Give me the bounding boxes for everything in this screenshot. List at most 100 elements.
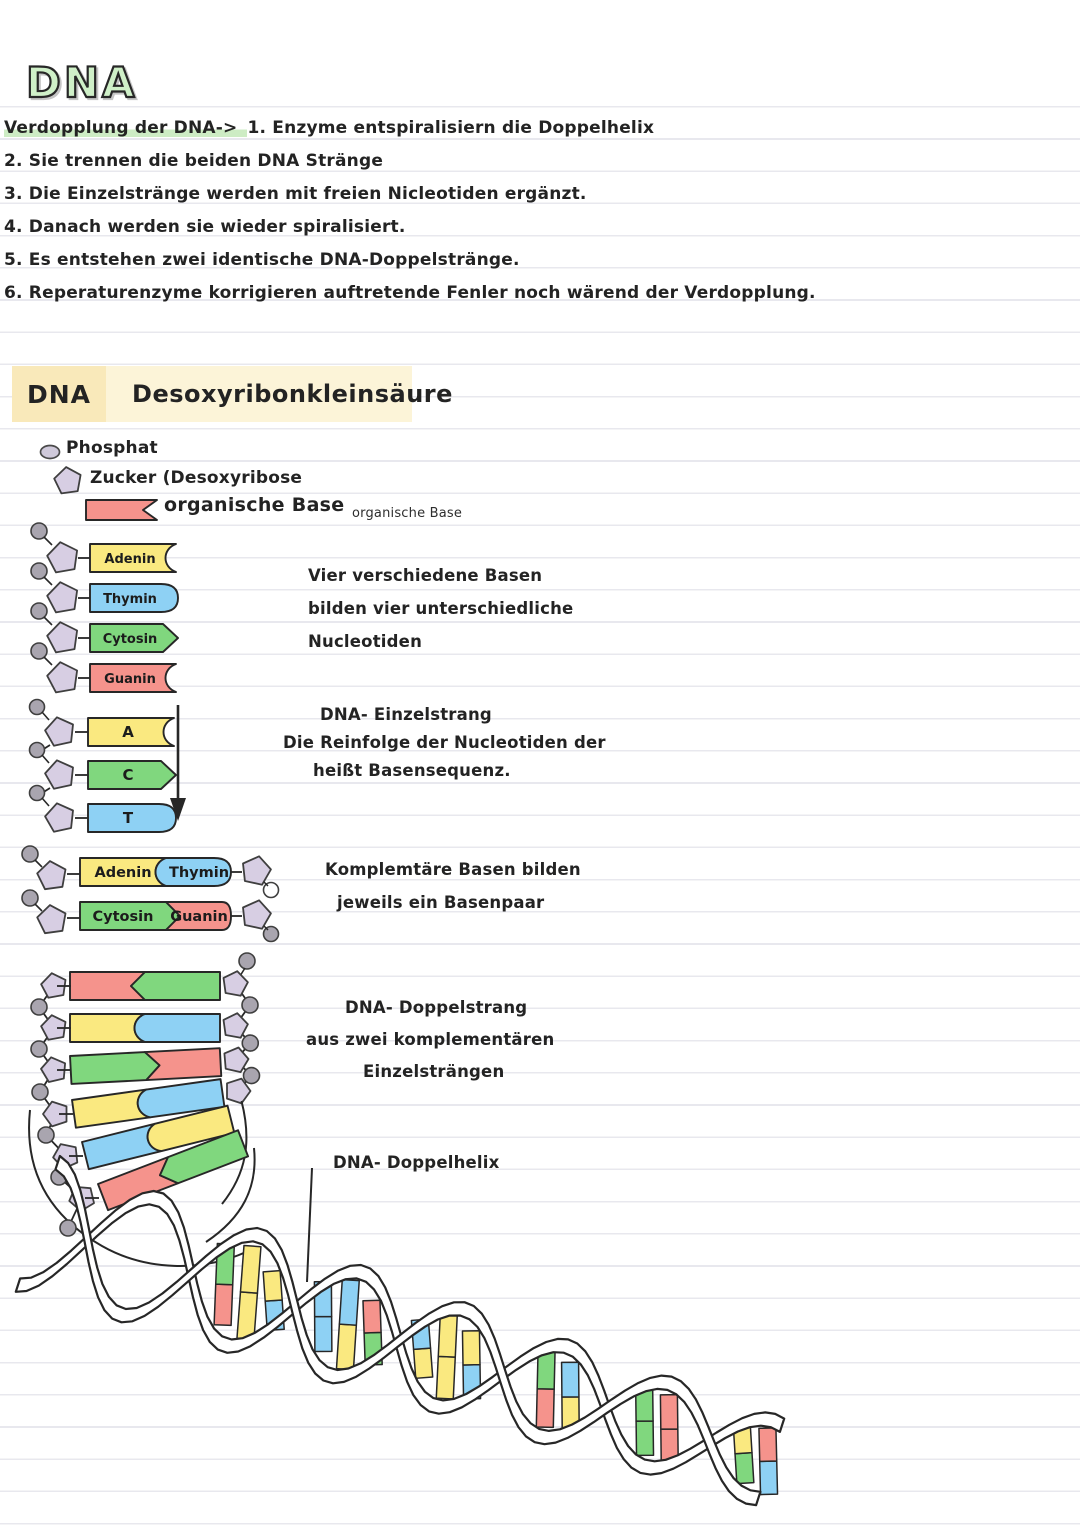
helix-base-bar [635,1420,655,1457]
phosphate-circle-icon [30,998,48,1016]
helix-base-bar [758,1427,778,1463]
organische-base-label: organische Base [164,494,345,516]
phosphate-circle-icon [28,741,46,759]
helix-strand [54,1154,762,1507]
doppelstrang-caption-2: aus zwei komplementären [306,1030,555,1049]
doppelstrang-ladder-figure [28,952,261,1267]
base-label: Thymin [169,865,229,881]
helix-base-bar [659,1393,679,1430]
replication-step-4: 4. Danach werden sie wieder spiralisiert… [4,217,406,237]
helix-base-bar [338,1278,360,1326]
einzelstrang-caption-1: DNA- Einzelstrang [320,705,492,724]
sugar-pentagon-icon [223,1046,250,1074]
helix-base-bar [335,1323,358,1371]
pairs-caption-1: Komplemtäre Basen bilden [325,860,581,879]
phosphat-label: Phosphat [66,438,158,458]
replication-step-5: 5. Es entstehen zwei identische DNA-Dopp… [4,250,520,270]
helix-base-bar [362,1299,382,1334]
helix-base-bar [239,1244,262,1294]
helix-base-bar [262,1269,283,1302]
sugar-pentagon-icon [242,855,272,886]
ladder-rung [69,1013,221,1043]
phosphate-circle-icon [21,845,39,863]
nucleotide-cytosin: Cytosin [30,602,179,654]
replication-step-3: 3. Die Einzelstränge werden mit freien N… [4,184,587,204]
helix-base-bar [213,1283,234,1327]
base-label: C [122,766,133,784]
down-arrow-icon [170,705,186,821]
phosphate-circle-icon [30,642,48,660]
sugar-pentagon-icon [226,1077,252,1105]
nucleotide-thymin: Thymin [30,562,179,614]
helix-base-bar [412,1347,434,1380]
phosphate-circle-icon [21,889,39,907]
sugar-pentagon-icon [36,860,67,891]
helix-base-bar [313,1315,333,1353]
einzelstrang-caption-2: Die Reinfolge der Nucleotiden der [283,733,606,752]
sugar-pentagon-icon [40,972,67,999]
sugar-pentagon-icon [242,899,272,930]
phosphate-circle-icon [39,444,61,460]
replication-step-6: 6. Reperaturenzyme korrigieren auftreten… [4,283,816,303]
page-title: DNA [25,57,138,108]
phosphate-circle-icon [28,784,46,802]
base-label: Cytosin [103,632,158,647]
ladder-rung [69,971,221,1001]
phosphate-circle-icon [37,1126,55,1144]
sugar-pentagon-icon [53,466,82,495]
sugar-pentagon-icon [42,1100,68,1128]
base-label: Guanin [104,672,156,687]
helix-base-bar [535,1387,555,1429]
doppelstrang-caption-1: DNA- Doppelstrang [345,998,528,1017]
phosphate-circle-icon [30,602,48,620]
nucleotide-adenin: Adenin [30,522,177,574]
helix-base-bar [437,1313,459,1358]
doppelstrang-caption-3: Einzelsträngen [363,1062,505,1081]
ladder-rung [69,1047,223,1085]
phosphate-circle-icon [28,698,46,716]
phosphate-circle-icon [30,1040,48,1058]
helix-base-bar [560,1361,580,1398]
phosphate-circle-icon [241,996,259,1014]
phosphate-circle-icon [238,952,256,970]
nucleotide-guanin: Guanin [30,642,177,694]
helix-strand [14,1189,786,1476]
sugar-pentagon-icon [46,581,78,614]
section-name: Desoxyribonkleinsäure [132,380,453,408]
ladder-rung [97,1129,250,1212]
pairs-caption-2: jeweils ein Basenpaar [337,893,545,912]
sugar-pentagon-icon [46,661,78,694]
phosphate-circle-icon [30,562,48,580]
zucker-label: Zucker (Desoxyribose [90,468,303,488]
sugar-pentagon-icon [44,802,74,833]
base-label: A [122,723,134,741]
phosphate-circle-icon [59,1219,77,1237]
sugar-pentagon-icon [44,716,74,747]
base-label: Thymin [103,592,157,607]
ladder-rung [71,1078,226,1129]
section-header: DNA Desoxyribonkleinsäure [12,366,452,422]
bases-caption-1: Vier verschiedene Basen [308,566,543,585]
helix-base-bar [734,1451,755,1485]
helix-base-bar [758,1460,779,1496]
sugar-pentagon-icon [222,1012,249,1039]
sugar-pentagon-icon [222,970,249,997]
sugar-pentagon-icon [40,1056,66,1083]
organische-base-note: organische Base [352,506,463,521]
sugar-pentagon-icon [44,759,74,790]
base-label: Guanin [170,909,228,925]
phosphate-circle-icon [241,1034,260,1052]
base-banner-icon [85,499,158,521]
bases-caption-2: bilden vier unterschiedliche [308,599,574,618]
sugar-pentagon-icon [46,621,78,654]
bases-caption-3: Nucleotiden [308,632,423,651]
einzelstrang-caption-3: heißt Basensequenz. [313,761,511,780]
phosphate-circle-icon [242,1066,261,1085]
replication-heading: Verdopplung der DNA-> [4,118,248,138]
replication-step-1: 1. Enzyme entspiralisiern die Doppelheli… [247,118,655,138]
section-abbr: DNA [12,366,107,422]
sugar-pentagon-icon [36,904,67,935]
doppelhelix-figure [14,1154,786,1507]
phosphate-circle-icon [31,1083,49,1101]
